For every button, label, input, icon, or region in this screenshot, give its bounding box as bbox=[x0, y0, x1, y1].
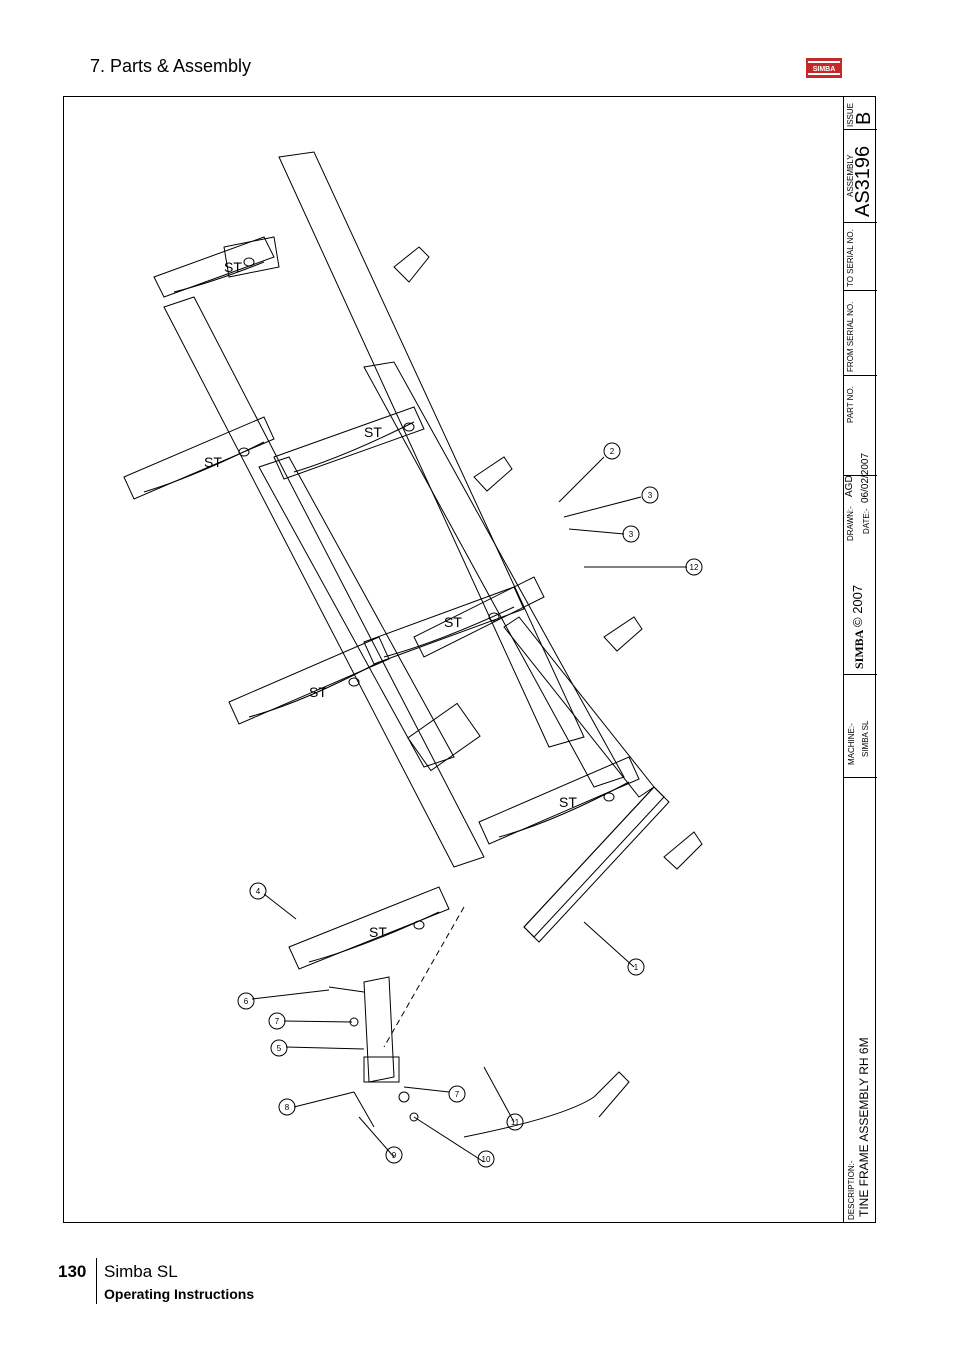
drawing-frame bbox=[63, 96, 876, 1223]
drawn-label: DRAWN:- bbox=[846, 506, 855, 541]
svg-text:ST: ST bbox=[204, 454, 222, 470]
svg-text:ST: ST bbox=[224, 259, 242, 275]
simba-logo: SIMBA bbox=[806, 58, 842, 78]
document-type: Operating Instructions bbox=[104, 1286, 255, 1302]
frame-beams bbox=[163, 151, 665, 938]
section-title: 7. Parts & Assembly bbox=[90, 56, 252, 76]
svg-text:ST: ST bbox=[364, 424, 382, 440]
to-serial-label: TO SERIAL NO. bbox=[846, 229, 855, 287]
callout-3a bbox=[641, 486, 659, 504]
callout-8 bbox=[278, 1098, 296, 1116]
svg-text:ST: ST bbox=[309, 684, 327, 700]
brand-logo: SIMBA bbox=[852, 629, 866, 669]
drawn-value: AGD bbox=[844, 475, 855, 497]
callout-label: 8 bbox=[285, 1103, 290, 1112]
page-number: 130 bbox=[58, 1262, 87, 1281]
assembly-drawing: ST ST ST ST ST ST ST bbox=[123, 151, 703, 1168]
callout-label: 3 bbox=[648, 491, 653, 500]
description-value: TINE FRAME ASSEMBLY RH 6M bbox=[857, 1037, 871, 1217]
callout-label: 7 bbox=[275, 1017, 280, 1026]
part-no-label: PART NO. bbox=[846, 386, 855, 423]
callout-1 bbox=[627, 958, 645, 976]
callout-7a bbox=[268, 1012, 286, 1030]
callout-10 bbox=[477, 1150, 495, 1168]
machine-value: SIMBA SL bbox=[861, 720, 870, 757]
callout-label: 3 bbox=[629, 530, 634, 539]
from-serial-label: FROM SERIAL NO. bbox=[846, 301, 855, 372]
svg-text:ST: ST bbox=[444, 614, 462, 630]
title-block: ISSUE B ASSEMBLY AS3196 TO SERIAL NO. FR… bbox=[843, 97, 877, 1222]
callout-7b bbox=[448, 1085, 466, 1103]
callout-3b bbox=[622, 525, 640, 543]
callout-label: 2 bbox=[610, 447, 615, 456]
callout-4 bbox=[249, 882, 267, 900]
date-value: 06/02/2007 bbox=[860, 452, 871, 503]
machine-label: MACHINE:- bbox=[847, 723, 856, 765]
callout-11 bbox=[506, 1113, 524, 1131]
callout-5 bbox=[270, 1039, 288, 1057]
product-name: Simba SL bbox=[104, 1262, 178, 1281]
callout-12 bbox=[685, 558, 703, 576]
assembly-value: AS3196 bbox=[852, 145, 874, 217]
tine-units: ST ST ST ST ST ST ST bbox=[123, 236, 703, 1138]
callout-label: 6 bbox=[244, 997, 249, 1006]
callout-leaders bbox=[251, 456, 687, 1163]
logo-text: SIMBA bbox=[813, 66, 836, 73]
footer-divider bbox=[96, 1258, 97, 1304]
callout-label: 12 bbox=[690, 563, 699, 572]
copyright: © 2007 bbox=[850, 584, 865, 627]
callout-labels: 2 3 3 12 4 6 7 5 8 7 9 10 11 1 bbox=[244, 447, 699, 1164]
callout-balloons bbox=[237, 442, 703, 1168]
callout-label: 11 bbox=[511, 1118, 520, 1127]
callout-label: 10 bbox=[482, 1155, 491, 1164]
description-label: DESCRIPTION:- bbox=[847, 1160, 856, 1220]
svg-text:ST: ST bbox=[369, 924, 387, 940]
callout-label: 7 bbox=[455, 1090, 460, 1099]
date-label: DATE:- bbox=[862, 508, 871, 534]
callout-2 bbox=[603, 442, 621, 460]
svg-text:ST: ST bbox=[559, 794, 577, 810]
callout-label: 9 bbox=[392, 1151, 397, 1160]
callout-label: 4 bbox=[256, 887, 261, 896]
callout-label: 5 bbox=[277, 1044, 282, 1053]
issue-value: B bbox=[853, 111, 875, 125]
callout-label: 1 bbox=[634, 963, 639, 972]
callout-9 bbox=[385, 1146, 403, 1164]
callout-6 bbox=[237, 992, 255, 1010]
